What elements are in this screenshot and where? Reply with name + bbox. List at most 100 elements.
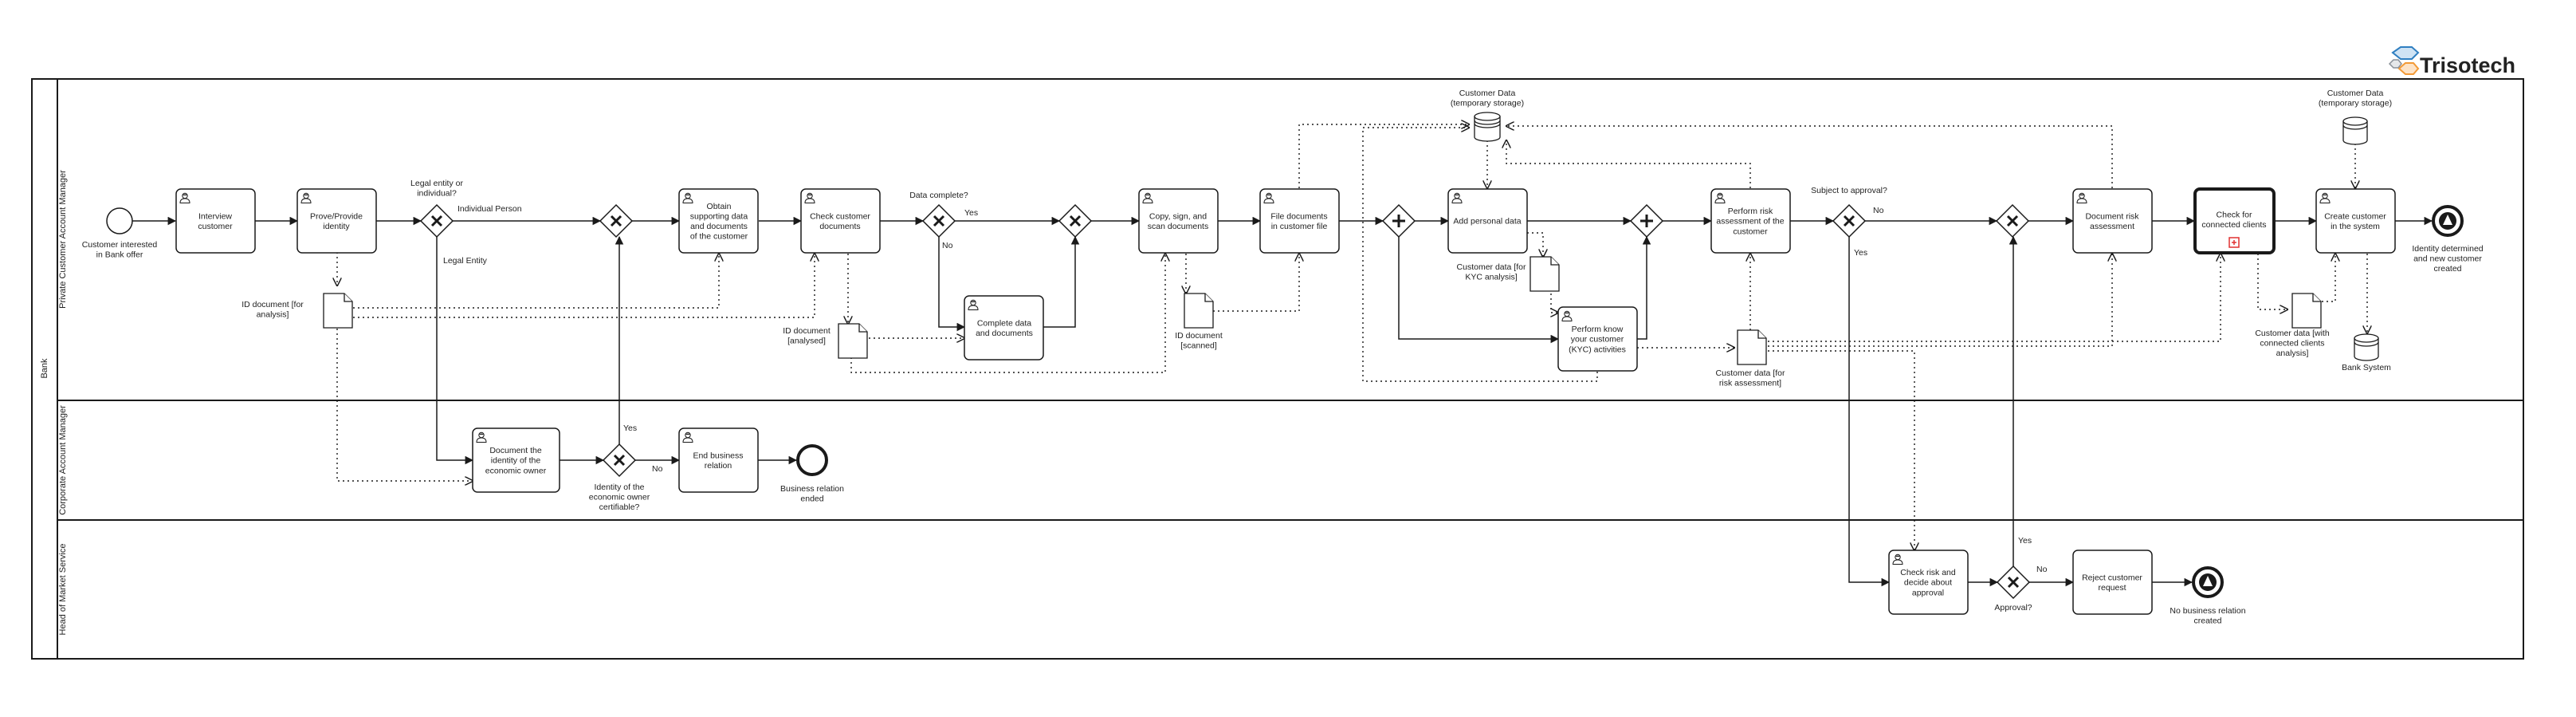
gateway-approval[interactable]: [1996, 565, 2031, 600]
assoc-kycdata-kyc: [1551, 293, 1558, 313]
assoc-scanned-file: [1213, 254, 1299, 312]
task-prove-identity[interactable]: [296, 188, 377, 254]
label-line: and new customer: [2413, 254, 2482, 264]
label-line: Obtain: [707, 202, 732, 211]
label-line: assessment: [2090, 222, 2134, 231]
gateway-merge-1[interactable]: [599, 203, 634, 238]
task-kyc-activities[interactable]: [1557, 306, 1638, 372]
assoc-connected-custdata: [2257, 254, 2287, 309]
label-line: Prove/Provide: [310, 211, 363, 221]
data-object-kyc[interactable]: [1530, 256, 1560, 292]
task-check-connected-clients[interactable]: [2193, 187, 2276, 254]
gateways: [419, 203, 2031, 600]
label-line: and documents: [976, 329, 1033, 338]
task-check-documents[interactable]: [800, 188, 881, 254]
label-line: documents: [819, 222, 860, 231]
end-event-no-relation[interactable]: [2192, 566, 2224, 598]
label-line: ID document: [1175, 331, 1223, 341]
task-copy-sign-scan[interactable]: [1138, 188, 1219, 254]
task-interview-customer[interactable]: [175, 188, 256, 254]
data-object-id-analysed[interactable]: [838, 323, 868, 359]
label-line: connected clients: [2260, 339, 2324, 349]
gateway-subject-approval[interactable]: [1832, 203, 1867, 238]
assoc-custdata-create: [2322, 254, 2335, 302]
flow-label-individual: Individual Person: [457, 204, 522, 214]
trisotech-brand: Trisotech: [2388, 46, 2515, 77]
label-line: approval: [1912, 588, 1944, 597]
label-line: certifiable?: [599, 502, 640, 512]
gateway-merge-3[interactable]: [1995, 203, 2030, 238]
assoc-add-kycdata: [1527, 232, 1543, 257]
task-add-personal-data[interactable]: [1447, 188, 1528, 254]
label-line: of the customer: [690, 232, 748, 242]
assoc-riskdata-checkrisk: [1768, 350, 1914, 550]
label-line: risk assessment]: [1719, 379, 1781, 388]
label-line: Customer data [for: [1457, 262, 1526, 272]
data-store-temp-2[interactable]: [2342, 116, 2368, 145]
label-line: KYC analysis]: [1465, 273, 1517, 282]
lane-label-private: Private Customer Account Manager: [58, 170, 68, 309]
gateway-legal-entity[interactable]: [419, 203, 454, 238]
label-line: in customer file: [1271, 222, 1328, 231]
store-label-temp-1: Customer Data(temporary storage): [1451, 89, 1524, 108]
assoc-iddoc-obtain: [353, 254, 719, 309]
data-object-id-scanned[interactable]: [1184, 293, 1214, 329]
gateway-data-complete[interactable]: [921, 203, 956, 238]
gateway-label-subject: Subject to approval?: [1811, 186, 1887, 195]
task-document-risk[interactable]: [2072, 188, 2153, 254]
gateway-parallel-join[interactable]: [1629, 203, 1664, 238]
data-label-id-analysed: ID document[analysed]: [783, 326, 831, 346]
gateway-parallel-split[interactable]: [1381, 203, 1416, 238]
label-line: Bank System: [2342, 363, 2391, 372]
label-line: Approval?: [1994, 603, 2032, 613]
task-reject-request[interactable]: [2072, 550, 2153, 615]
end-event-business-ended[interactable]: [796, 444, 828, 476]
label-line: No business relation: [2170, 606, 2245, 616]
label-line: in the system: [2331, 222, 2380, 231]
task-create-customer[interactable]: [2315, 188, 2396, 254]
end-event-identity[interactable]: [2432, 205, 2464, 237]
task-obtain-data[interactable]: [678, 188, 759, 254]
label-line: scan documents: [1148, 222, 1208, 231]
pool-frame: [31, 78, 2524, 660]
assoc-iddoc-owner: [336, 329, 473, 481]
label-line: Interview: [198, 211, 232, 221]
data-object-id-analysis[interactable]: [323, 293, 353, 329]
task-end-business-relation[interactable]: [678, 427, 759, 493]
flow-label-subj-no: No: [1873, 206, 1884, 215]
lane-label-market: Head of Market Service: [58, 544, 68, 636]
data-object-risk[interactable]: [1737, 329, 1767, 365]
task-document-economic-owner[interactable]: [472, 427, 560, 493]
data-object-connected[interactable]: [2291, 293, 2322, 329]
assoc-iddoc-check: [353, 254, 815, 318]
events: [106, 205, 2464, 598]
data-store-temp-1[interactable]: [1474, 112, 1501, 142]
gateway-merge-2[interactable]: [1058, 203, 1093, 238]
label-line: Check for: [2217, 210, 2252, 219]
gateway-owner-certifiable[interactable]: [602, 443, 637, 478]
flow-complete-merge: [1043, 235, 1080, 328]
data-store-bank-system[interactable]: [2354, 333, 2379, 361]
label-line: your customer: [1571, 335, 1624, 345]
label-line: analysis]: [257, 310, 289, 320]
task-check-risk-approval[interactable]: [1888, 550, 1969, 615]
start-event[interactable]: [106, 207, 133, 234]
assoc-docrisk-tempstore: [1506, 126, 2113, 188]
label-line: Customer data [for: [1716, 368, 1785, 378]
brand-name: Trisotech: [2420, 53, 2515, 77]
label-line: (temporary storage): [2319, 99, 2392, 108]
task-file-documents[interactable]: [1259, 188, 1340, 254]
task-risk-assessment[interactable]: [1710, 188, 1791, 254]
task-complete-data[interactable]: [964, 295, 1044, 360]
label-line: (KYC) activities: [1569, 345, 1626, 354]
